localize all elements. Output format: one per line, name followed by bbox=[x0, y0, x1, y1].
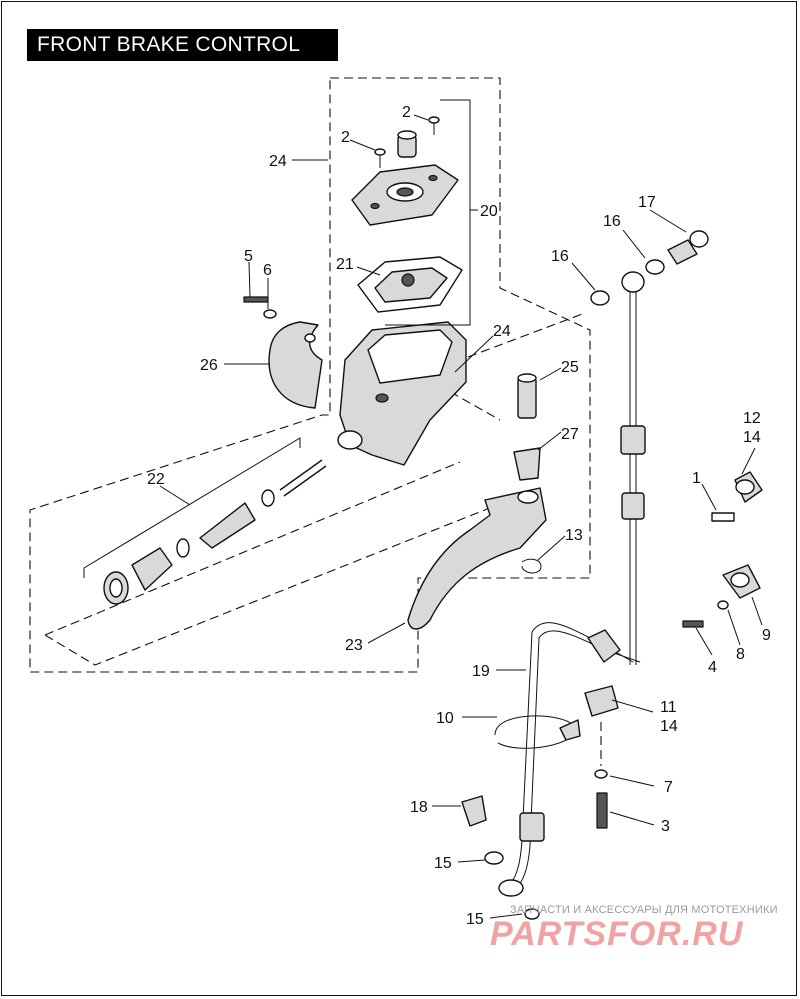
callout-10: 10 bbox=[436, 710, 454, 727]
callout-14-lower: 14 bbox=[660, 718, 678, 735]
cable-clamp-upper bbox=[711, 471, 763, 522]
callout-4: 4 bbox=[708, 659, 717, 676]
retaining-ring bbox=[521, 558, 542, 574]
callout-24-upper: 24 bbox=[269, 153, 287, 170]
callout-13: 13 bbox=[565, 527, 583, 544]
push-rod-pin bbox=[517, 373, 537, 419]
clamp-screw-and-washer bbox=[243, 296, 277, 319]
callout-2-left: 2 bbox=[341, 129, 350, 146]
callout-1: 1 bbox=[692, 470, 701, 487]
callout-15-upper: 15 bbox=[434, 855, 452, 872]
callout-19: 19 bbox=[472, 663, 490, 680]
callout-17: 17 bbox=[638, 194, 656, 211]
reservoir-cover bbox=[351, 164, 459, 226]
callout-6: 6 bbox=[263, 262, 272, 279]
cover-screw-left bbox=[374, 148, 386, 168]
watermark-tagline: ЗАПЧАСТИ И АКСЕССУАРЫ ДЛЯ МОТОТЕХНИКИ bbox=[510, 904, 778, 916]
callout-2-right: 2 bbox=[402, 104, 411, 121]
banjo-washers-and-bolt bbox=[461, 230, 709, 920]
callout-labels: 24 2 2 20 21 5 6 26 24 25 27 22 13 23 16… bbox=[147, 104, 771, 928]
callout-12: 12 bbox=[743, 410, 761, 427]
sight-plug bbox=[397, 130, 417, 158]
line-clip bbox=[584, 685, 619, 829]
callout-26: 26 bbox=[200, 357, 218, 374]
callout-15-lower: 15 bbox=[466, 911, 484, 928]
callout-8: 8 bbox=[736, 646, 745, 663]
brake-lever bbox=[407, 487, 547, 630]
cable-strap bbox=[494, 715, 581, 749]
callout-14-upper: 14 bbox=[743, 429, 761, 446]
callout-27: 27 bbox=[561, 426, 579, 443]
callout-21: 21 bbox=[336, 256, 354, 273]
callout-9: 9 bbox=[762, 627, 771, 644]
callout-22: 22 bbox=[147, 471, 165, 488]
callout-5: 5 bbox=[244, 248, 253, 265]
callout-25: 25 bbox=[561, 359, 579, 376]
piston-assembly bbox=[103, 459, 327, 605]
callout-7: 7 bbox=[664, 779, 673, 796]
callout-20: 20 bbox=[480, 203, 498, 220]
master-cylinder-body bbox=[337, 321, 467, 466]
callout-24-lower: 24 bbox=[493, 323, 511, 340]
callout-3: 3 bbox=[661, 818, 670, 835]
brake-line bbox=[498, 271, 646, 897]
cable-clamp-lower bbox=[682, 564, 761, 628]
callout-18: 18 bbox=[410, 799, 428, 816]
leader-lines bbox=[83, 99, 763, 919]
callout-23: 23 bbox=[345, 637, 363, 654]
callout-16-right: 16 bbox=[603, 213, 621, 230]
diagram-title: FRONT BRAKE CONTROL bbox=[27, 29, 338, 61]
pivot-bushing bbox=[513, 447, 541, 481]
handlebar-clamp bbox=[268, 321, 323, 409]
watermark-logo: PARTSFOR.RU bbox=[490, 915, 744, 953]
reservoir-gasket bbox=[357, 256, 463, 313]
callout-11: 11 bbox=[660, 699, 677, 716]
callout-16-left: 16 bbox=[551, 248, 569, 265]
cover-screw-right bbox=[428, 116, 440, 135]
